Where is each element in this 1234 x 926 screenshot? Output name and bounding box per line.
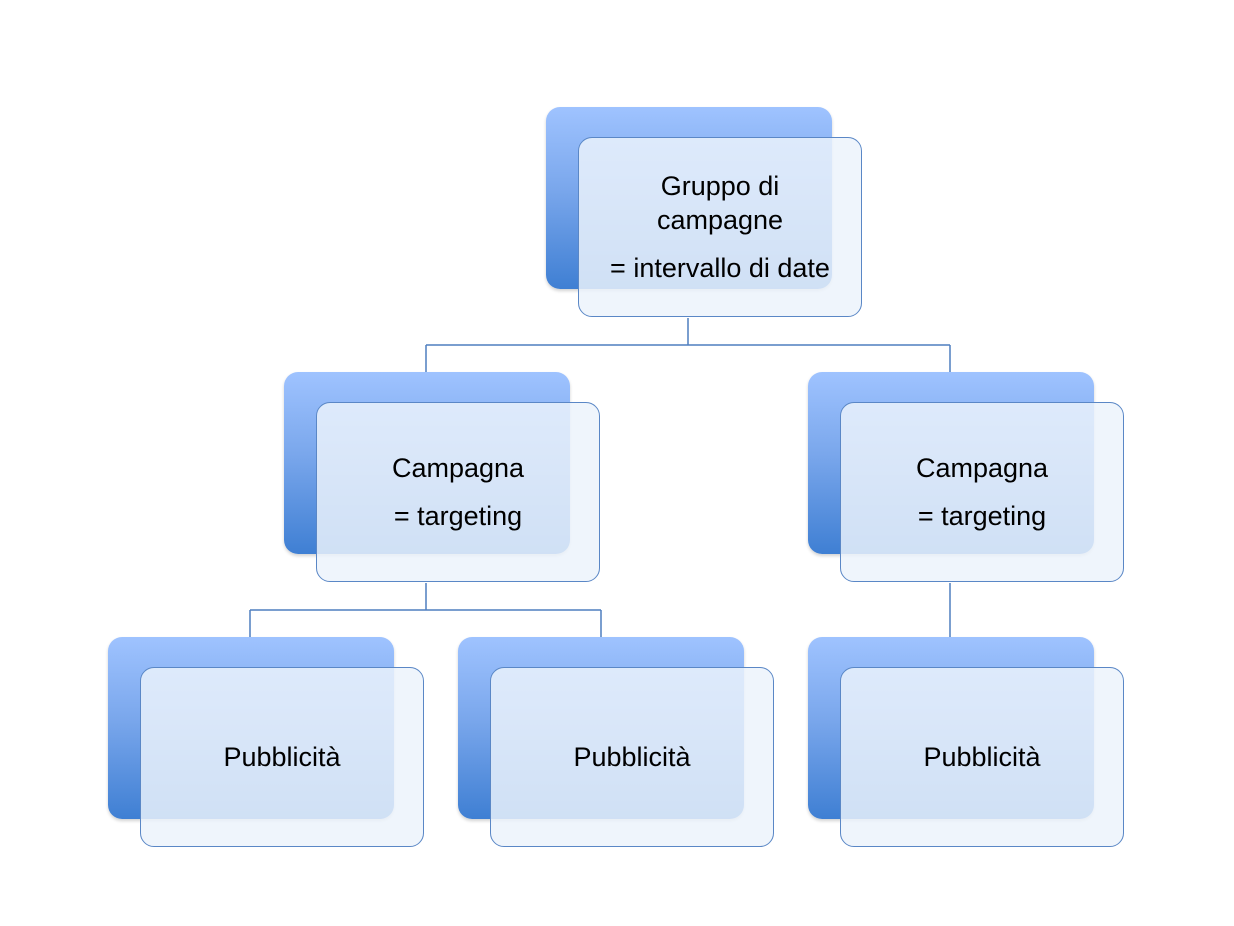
node-subtitle: = targeting [393,501,523,531]
node-campaign-group: Gruppo di campagne = intervallo di date [546,107,864,319]
node-label: Pubblicità [573,742,691,772]
node-campaign-left: Campagna = targeting [284,372,602,584]
node-title-line2: campagne [656,205,784,235]
node-front-box: Campagna = targeting [840,402,1124,582]
node-front-box: Pubblicità [140,667,424,847]
node-ad-3: Pubblicità [808,637,1126,849]
node-label: Pubblicità [223,742,341,772]
node-ad-1: Pubblicità [108,637,426,849]
node-front-box: Pubblicità [840,667,1124,847]
node-campaign-right: Campagna = targeting [808,372,1126,584]
node-subtitle: = targeting [917,501,1047,531]
node-label: Pubblicità [923,742,1041,772]
node-front-box: Campagna = targeting [316,402,600,582]
node-title: Campagna [915,453,1049,483]
connector-campaign-left-to-ads [249,583,602,637]
node-front-box: Gruppo di campagne = intervallo di date [578,137,862,317]
node-title: Campagna [391,453,525,483]
node-subtitle: = intervallo di date [610,253,830,283]
node-title-line1: Gruppo di [660,171,780,201]
node-front-box: Pubblicità [490,667,774,847]
connector-root-to-campaigns [425,318,951,372]
node-ad-2: Pubblicità [458,637,776,849]
